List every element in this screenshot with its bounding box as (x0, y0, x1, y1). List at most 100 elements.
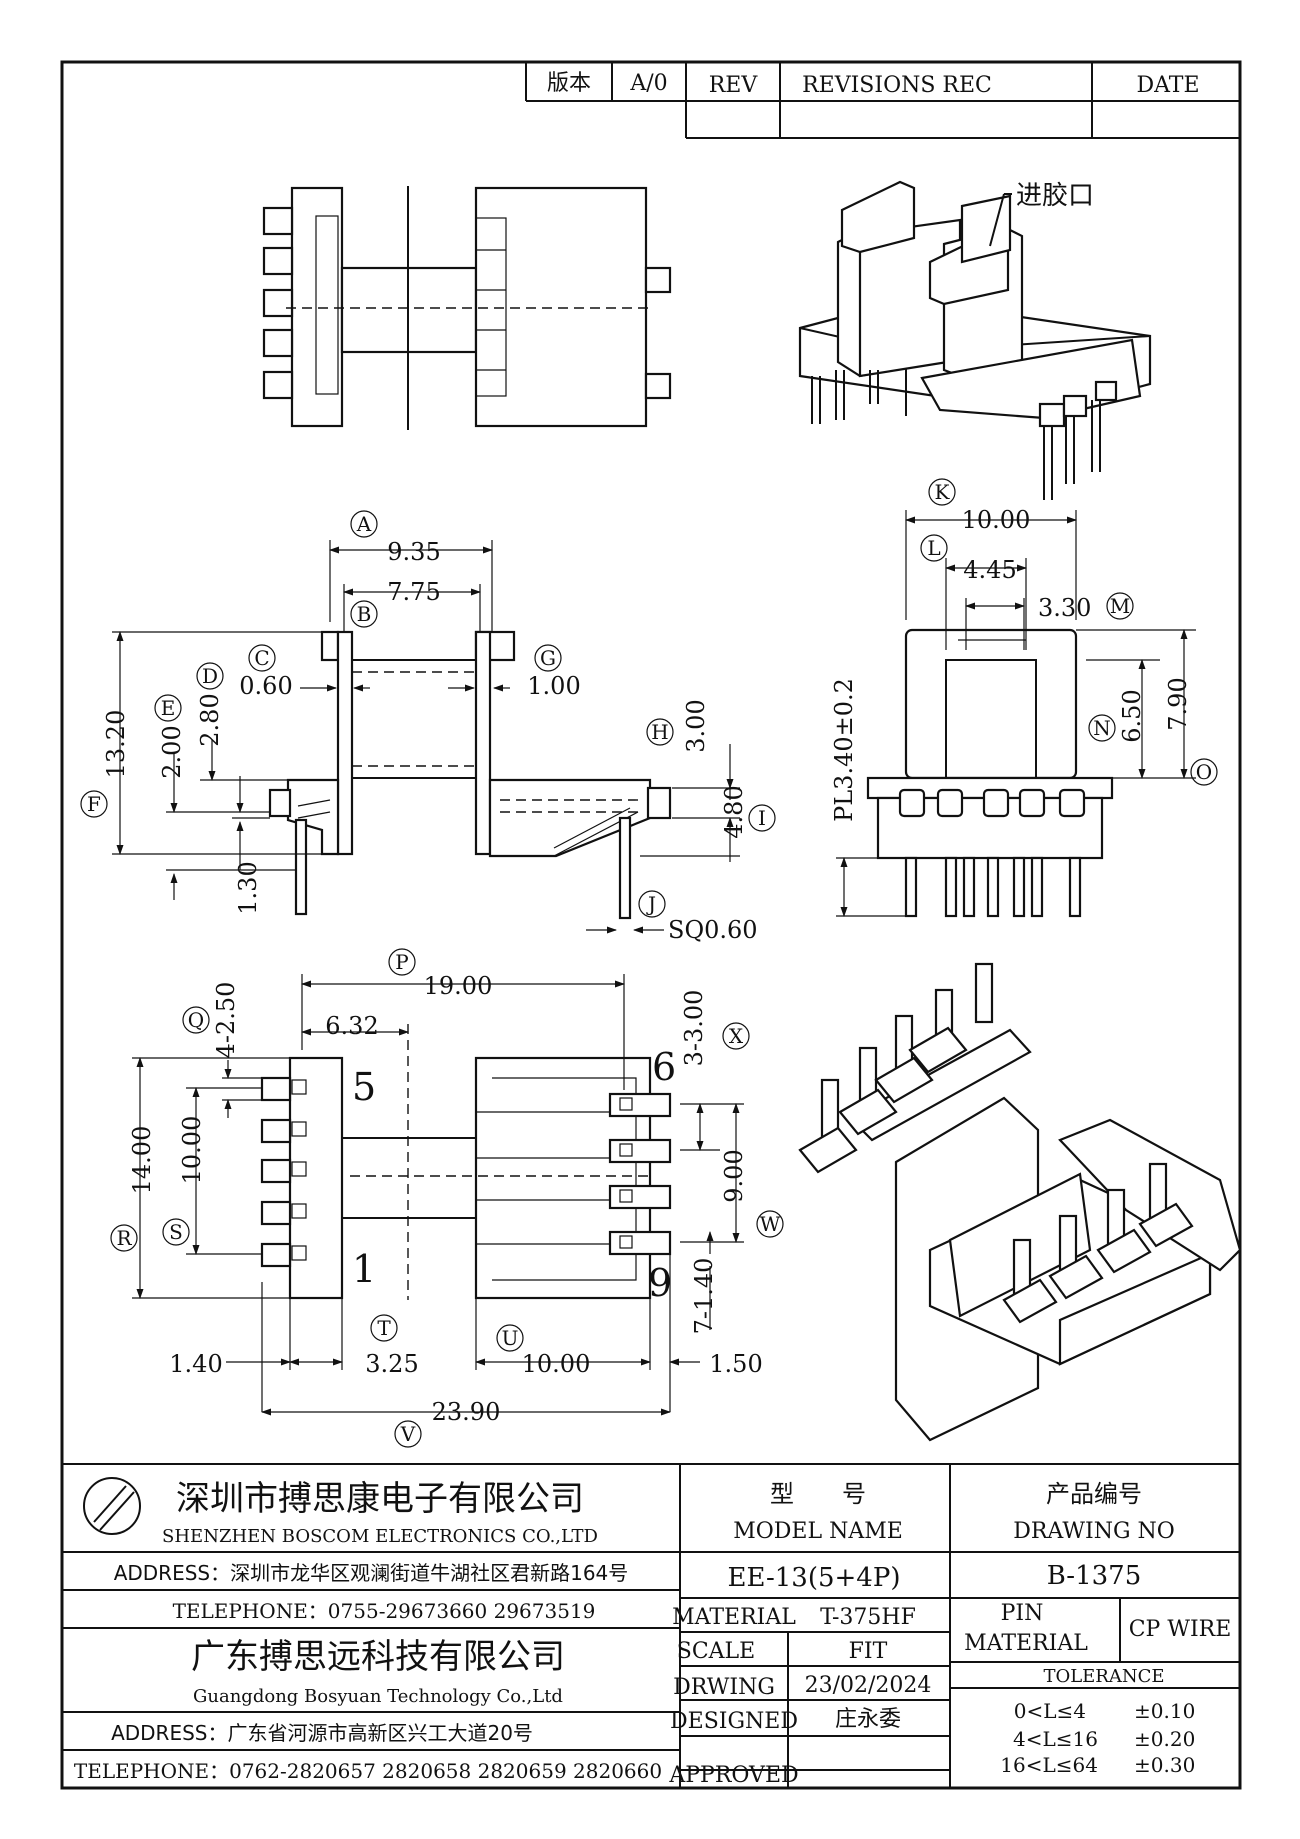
address-1: ADDRESS：深圳市龙华区观澜街道牛湖社区君新路164号 (114, 1561, 629, 1585)
date-header: DATE (1136, 73, 1199, 98)
dim-h-value: 3.00 (682, 699, 710, 752)
scale-value: FIT (849, 1639, 888, 1664)
dim-e-label: E (161, 696, 176, 720)
dim-h-label: H (651, 720, 668, 744)
dim-pl-value: PL3.40±0.2 (830, 678, 858, 822)
dim-k-value: 10.00 (962, 506, 1031, 534)
pin-number-6: 6 (652, 1045, 676, 1089)
dim-b-label: B (357, 602, 372, 626)
company-name-cn: 深圳市搏思康电子有限公司 (176, 1479, 584, 1519)
dim-c-label: C (254, 646, 269, 670)
dim-n-label: N (1093, 716, 1111, 740)
iso-view-top: 进胶口 (798, 180, 1152, 500)
address-2: ADDRESS：广东省河源市高新区兴工大道20号 (111, 1721, 533, 1745)
dim-s-value: 10.00 (178, 1116, 206, 1185)
dim-v-value: 23.90 (432, 1398, 501, 1426)
dim-w-label: W (760, 1212, 781, 1236)
dim-u-label: U (502, 1326, 519, 1350)
pin-number-1: 1 (352, 1247, 376, 1291)
approved-label: APPROVED (668, 1763, 798, 1788)
telephone-2: TELEPHONE：0762-2820657 2820658 2820659 2… (74, 1759, 662, 1783)
model-label-cn: 型 号 (770, 1480, 866, 1508)
dim-x-value: 3-3.00 (680, 990, 708, 1067)
company2-name-cn: 广东搏思远科技有限公司 (191, 1637, 565, 1677)
gate-callout: 进胶口 (1016, 181, 1094, 211)
dim-e-value: 2.00 (158, 725, 186, 778)
pin-material-label-1: PIN (1001, 1601, 1044, 1626)
title-block: 深圳市搏思康电子有限公司 SHENZHEN BOSCOM ELECTRONICS… (62, 1463, 1240, 1788)
tolerance-label: TOLERANCE (1043, 1666, 1164, 1687)
company2-name-en: Guangdong Bosyuan Technology Co.,Ltd (193, 1686, 563, 1707)
dim-130-value: 1.30 (234, 861, 262, 914)
dim-150-value: 1.50 (709, 1350, 762, 1378)
side-view: K 10.00 L 4.45 3.30 M 6.50 N 7.90 O PL3.… (830, 478, 1218, 918)
dim-x-label: X (729, 1024, 744, 1048)
drawing-date-label: DRWING (673, 1675, 775, 1700)
dim-q-label: Q (188, 1008, 204, 1032)
dim-c-value: 0.60 (239, 672, 292, 700)
dim-a-label: A (356, 512, 372, 536)
dim-j-label: J (646, 892, 656, 916)
tolerance-range: 0<L≤4 (1014, 1699, 1086, 1723)
drawing-value: B-1375 (1047, 1561, 1142, 1591)
scale-label: SCALE (677, 1639, 755, 1664)
dim-140a-value: 1.40 (169, 1350, 222, 1378)
pin-material-label-2: MATERIAL (964, 1631, 1088, 1656)
material-label: MATERIAL (672, 1605, 796, 1630)
top-view (262, 186, 672, 430)
dim-o-label: O (1196, 760, 1212, 784)
drawing-label-cn: 产品编号 (1046, 1480, 1142, 1508)
front-view: A 9.35 7.75 B C 0.60 G 1.00 13.20 F 2.00 (80, 510, 776, 944)
dim-d-label: D (202, 664, 218, 688)
tolerance-value: ±0.30 (1134, 1753, 1195, 1777)
dim-p-value: 19.00 (424, 972, 493, 1000)
company-logo (83, 1477, 141, 1535)
pin-material-value: CP WIRE (1129, 1617, 1232, 1642)
sheet-border (60, 60, 1242, 1790)
model-value: EE-13(5+4P) (728, 1563, 901, 1593)
dim-l-value: 4.45 (963, 556, 1016, 584)
iso-view-bottom (798, 962, 1242, 1442)
dim-i-value: 4.80 (720, 785, 748, 838)
dim-f-label: F (87, 792, 101, 816)
tolerance-table: 0<L≤4 ±0.10 4<L≤16 ±0.20 16<L≤64 ±0.30 (1000, 1699, 1195, 1777)
drawing-date-value: 23/02/2024 (805, 1673, 932, 1698)
version-value: A/0 (629, 71, 667, 96)
rev-header: REV (709, 73, 759, 98)
dim-o-value: 7.90 (1164, 677, 1192, 730)
pin-number-5: 5 (352, 1065, 376, 1109)
tolerance-range: 4<L≤16 (1013, 1727, 1098, 1751)
dim-g-label: G (540, 646, 556, 670)
pin-number-9: 9 (648, 1261, 672, 1305)
dim-b-value: 7.75 (387, 578, 440, 606)
dim-n-value: 6.50 (1118, 689, 1146, 742)
tolerance-range: 16<L≤64 (1000, 1753, 1098, 1777)
dim-l-label: L (927, 536, 940, 560)
company-name-en: SHENZHEN BOSCOM ELECTRONICS CO.,LTD (162, 1526, 598, 1547)
dim-s-label: S (169, 1220, 183, 1244)
dim-u-value: 10.00 (522, 1350, 591, 1378)
revisions-header: REVISIONS REC (802, 73, 992, 98)
drawing-label-en: DRAWING NO (1013, 1519, 1175, 1544)
dim-r-label: R (116, 1226, 132, 1250)
tolerance-value: ±0.10 (1134, 1699, 1195, 1723)
dim-g-value: 1.00 (527, 672, 580, 700)
dim-p-label: P (395, 950, 408, 974)
dim-q-value: 4-2.50 (212, 982, 240, 1059)
designed-value: 庄永委 (835, 1707, 901, 1732)
model-label-en: MODEL NAME (733, 1519, 903, 1544)
bottom-view: 5 1 6 9 P 19.00 6.32 Q 4-2.50 14.00 R 10… (110, 948, 784, 1448)
dim-m-label: M (1110, 594, 1130, 618)
dim-m-value: 3.30 (1038, 594, 1091, 622)
dim-632-value: 6.32 (325, 1012, 378, 1040)
material-value: T-375HF (820, 1605, 916, 1630)
dim-d-value: 2.80 (196, 693, 224, 746)
dim-t-value: 3.25 (365, 1350, 418, 1378)
dim-t-label: T (377, 1316, 391, 1340)
revision-block: 版本 A/0 REV REVISIONS REC DATE (525, 62, 1240, 139)
dim-k-label: K (935, 480, 951, 504)
dim-a-value: 9.35 (387, 538, 440, 566)
dim-v-label: V (400, 1422, 416, 1446)
designed-label: DESIGNED (670, 1709, 798, 1734)
